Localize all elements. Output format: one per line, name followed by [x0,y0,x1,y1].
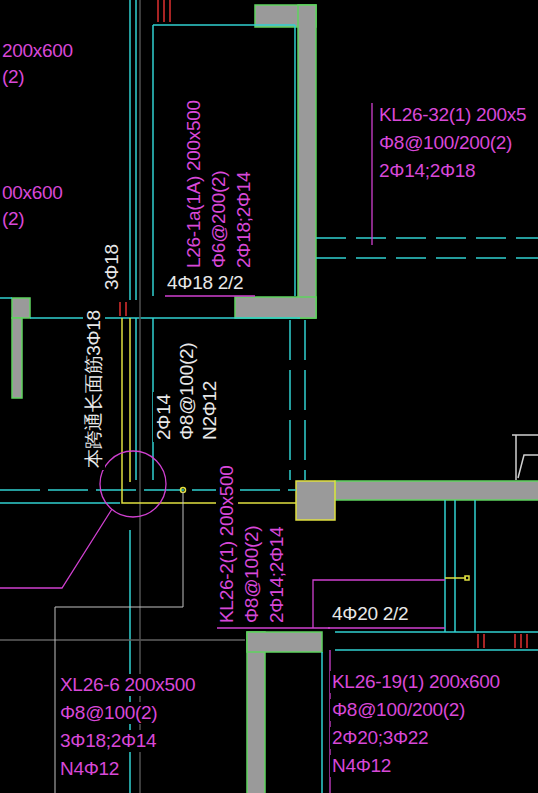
note-text: 本跨通长面筋3Φ18 [83,308,105,470]
rebar-spec: N2Φ12 [199,379,221,442]
rebar-spec: 2Φ14 [153,392,175,442]
stirrup-legs: (2) [0,208,26,230]
stirrup-spec: Φ8@100(2) [241,524,263,625]
rebar-spec: 2Φ14;2Φ14 [266,525,288,625]
beam-name: KL26-32(1) 200x5 [377,104,528,126]
beam-size: 00x600 [0,182,65,204]
stirrup-spec: Φ8@100/200(2) [330,699,467,721]
rebar-spec: N4Φ12 [58,758,121,780]
beam-name: KL26-19(1) 200x600 [330,671,502,693]
rebar-spec: 4Φ18 2/2 [165,272,245,294]
stirrup-spec: Φ8@100/200(2) [377,132,514,154]
rebar-spec: 3Φ18;2Φ14 [58,730,158,752]
stirrup-legs: (2) [0,66,26,88]
rebar-spec: N4Φ12 [330,755,393,777]
rebar-spec: 3Φ18 [101,242,123,292]
rebar-spec: 2Φ20;3Φ22 [330,727,430,749]
stirrup-spec: Φ6@200(2) [208,169,230,270]
beam-name: XL26-6 200x500 [58,674,197,696]
beam-name: KL26-2(1) 200x500 [216,463,238,625]
beam-size: 200x600 [0,40,75,62]
stirrup-spec: Φ8@100(2) [176,341,198,442]
rebar-spec: 4Φ20 2/2 [330,603,410,625]
rebar-spec: 2Φ18;2Φ14 [233,170,255,270]
stirrup-spec: Φ8@100(2) [58,702,159,724]
rebar-spec: 2Φ14;2Φ18 [377,160,477,182]
beam-name: L26-1a(1A) 200x500 [183,98,205,270]
